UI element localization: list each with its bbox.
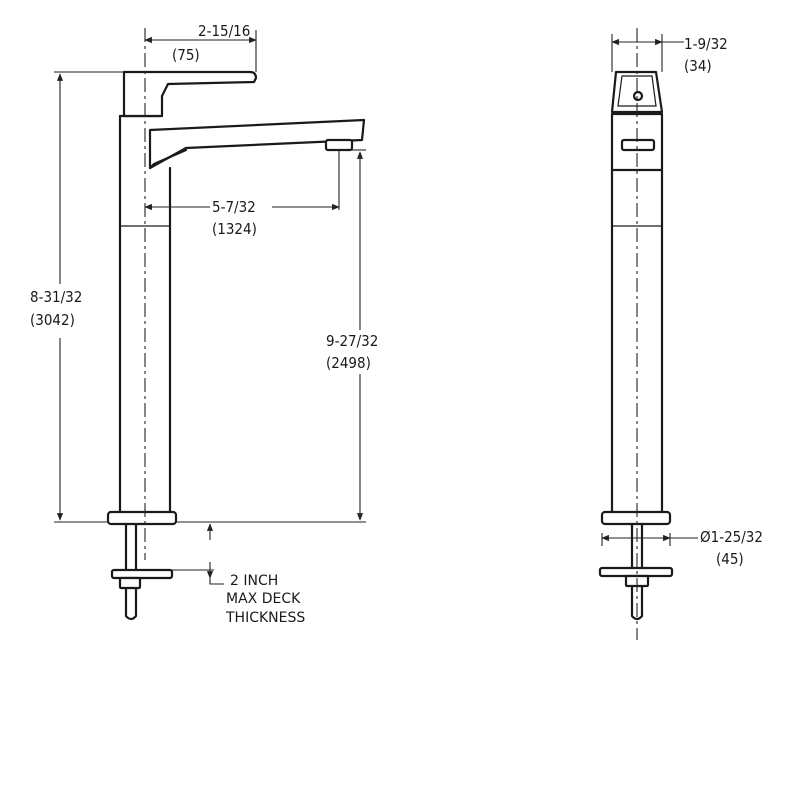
- deck-note-line3: THICKNESS: [225, 610, 305, 626]
- base-diameter-mm: (45): [716, 550, 744, 568]
- handle-reach-mm: (75): [172, 46, 200, 64]
- side-mount-washer: [598, 566, 674, 578]
- front-base-flange: [106, 510, 178, 526]
- spout-reach-mm: (1324): [212, 220, 257, 238]
- front-spout-lower: [148, 148, 188, 170]
- side-handle-inner: [617, 75, 657, 107]
- front-mount-nut: [118, 576, 142, 590]
- base-diameter-inch: Ø1-25/32: [700, 528, 763, 546]
- side-shank: [630, 522, 644, 621]
- front-shank: [124, 522, 138, 621]
- handle-reach-inch: 2-15/16: [198, 22, 250, 40]
- overall-height-mm: (3042): [30, 311, 75, 329]
- front-handle-base: [122, 94, 164, 118]
- side-handle-hole: [632, 90, 644, 102]
- side-depth-mm: (34): [684, 57, 712, 75]
- spout-reach-inch: 5-7/32: [212, 198, 256, 216]
- front-mount-washer: [110, 568, 174, 580]
- side-base-flange: [600, 510, 672, 526]
- deck-note-line1: 2 INCH: [230, 573, 278, 589]
- front-body-column: [118, 114, 172, 514]
- side-view: 1-9/32 (34) Ø1-25/32 (45): [598, 28, 763, 640]
- deck-note-line2: MAX DECK: [226, 591, 301, 607]
- spout-height-inch: 9-27/32: [326, 332, 378, 350]
- deck-leader: [209, 578, 224, 585]
- side-aerator: [620, 138, 656, 152]
- front-aerator: [324, 138, 354, 152]
- front-spout: [148, 118, 366, 170]
- spout-height-mm: (2498): [326, 354, 371, 372]
- overall-height-inch: 8-31/32: [30, 288, 82, 306]
- front-view: 2-15/16 (75) 5-7/32 (1324) 8-31/32 (3042…: [30, 22, 378, 626]
- side-body-column: [610, 168, 664, 514]
- side-depth-inch: 1-9/32: [684, 35, 728, 53]
